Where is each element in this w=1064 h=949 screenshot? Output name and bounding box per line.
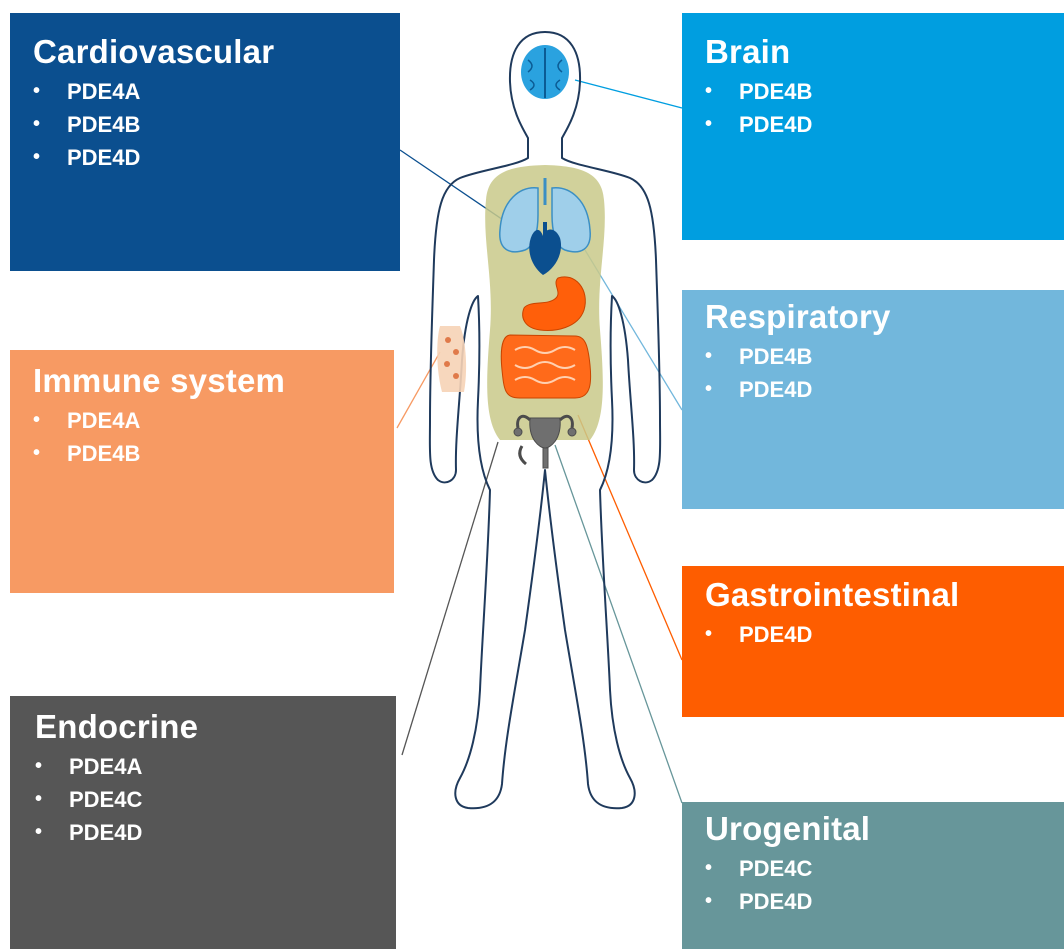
brain-box: Brain PDE4B PDE4D [682, 13, 1064, 240]
list-item: PDE4D [35, 816, 396, 849]
list-item: PDE4C [705, 852, 1064, 885]
connector-gastrointestinal [578, 415, 682, 660]
immune-system-title: Immune system [33, 362, 394, 400]
brain-title: Brain [705, 33, 1064, 71]
urogenital-box: Urogenital PDE4C PDE4D [682, 802, 1064, 949]
brain-icon [521, 45, 569, 99]
endocrine-box: Endocrine PDE4A PDE4C PDE4D [10, 696, 396, 949]
intestines-icon [501, 335, 590, 398]
immune-system-list: PDE4A PDE4B [33, 404, 394, 470]
list-item: PDE4B [705, 75, 1064, 108]
connector-endocrine [402, 442, 498, 755]
cardiovascular-title: Cardiovascular [33, 33, 400, 71]
gastrointestinal-list: PDE4D [705, 618, 1064, 651]
list-item: PDE4B [33, 437, 394, 470]
list-item: PDE4A [33, 404, 394, 437]
list-item: PDE4D [33, 141, 400, 174]
urogenital-list: PDE4C PDE4D [705, 852, 1064, 918]
list-item: PDE4A [35, 750, 396, 783]
list-item: PDE4A [33, 75, 400, 108]
connector-brain [575, 80, 682, 108]
gastrointestinal-title: Gastrointestinal [705, 576, 1064, 614]
list-item: PDE4B [705, 340, 1064, 373]
connector-immune [397, 352, 440, 428]
cardiovascular-list: PDE4A PDE4B PDE4D [33, 75, 400, 174]
immune-system-box: Immune system PDE4A PDE4B [10, 350, 394, 593]
list-item: PDE4D [705, 108, 1064, 141]
respiratory-list: PDE4B PDE4D [705, 340, 1064, 406]
endocrine-title: Endocrine [35, 708, 396, 746]
list-item: PDE4D [705, 885, 1064, 918]
respiratory-box: Respiratory PDE4B PDE4D [682, 290, 1064, 509]
lymph-vessel-icon [437, 326, 466, 392]
list-item: PDE4D [705, 618, 1064, 651]
list-item: PDE4D [705, 373, 1064, 406]
respiratory-title: Respiratory [705, 298, 1064, 336]
urogenital-title: Urogenital [705, 810, 1064, 848]
list-item: PDE4B [33, 108, 400, 141]
endocrine-list: PDE4A PDE4C PDE4D [35, 750, 396, 849]
gastrointestinal-box: Gastrointestinal PDE4D [682, 566, 1064, 717]
brain-list: PDE4B PDE4D [705, 75, 1064, 141]
list-item: PDE4C [35, 783, 396, 816]
cardiovascular-box: Cardiovascular PDE4A PDE4B PDE4D [10, 13, 400, 271]
